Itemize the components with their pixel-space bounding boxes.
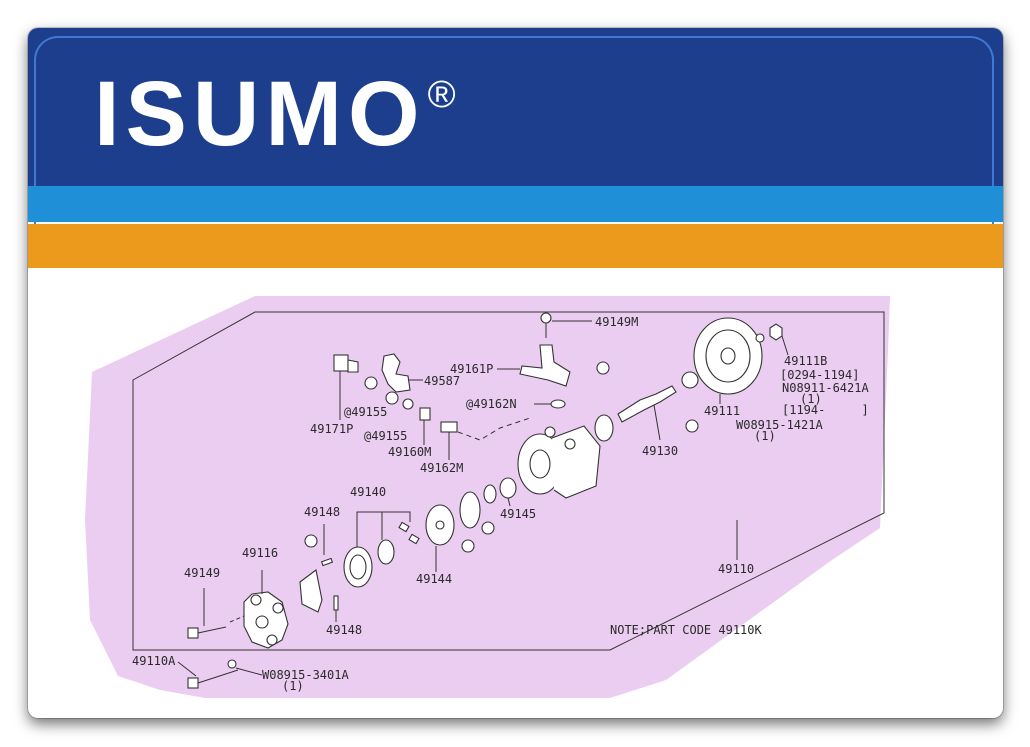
washer-08915 xyxy=(755,333,765,343)
pin-49148b xyxy=(333,595,339,611)
label-49155-b: @49155 xyxy=(364,429,407,443)
ref-a-3 xyxy=(461,539,475,553)
header-band xyxy=(28,28,1003,186)
label-49111b: 49111B xyxy=(784,354,827,368)
label-49140: 49140 xyxy=(350,485,386,499)
dashed-route xyxy=(457,417,531,441)
label-49144: 49144 xyxy=(416,572,452,586)
label-49587: 49587 xyxy=(424,374,460,388)
label-49160m: 49160M xyxy=(388,445,431,459)
header-stripe-blue xyxy=(28,186,1003,222)
label-49130: 49130 xyxy=(642,444,678,458)
label-49116: 49116 xyxy=(242,546,278,560)
seal-49145 xyxy=(499,477,517,499)
pin-49148a xyxy=(320,557,334,567)
washer-49155b xyxy=(385,391,399,405)
label-49111: 49111 xyxy=(704,404,740,418)
header-stripe-orange xyxy=(28,224,1003,268)
pump-body xyxy=(517,425,601,499)
label-date-2: [1194- ] xyxy=(782,403,869,417)
label-date-1: [0294-1194] xyxy=(780,368,859,382)
label-49149: 49149 xyxy=(184,566,220,580)
label-qty-2: (1) xyxy=(754,429,776,443)
washer-49155c xyxy=(402,398,414,410)
plug-49160m xyxy=(419,407,431,421)
label-08911: N08911-6421A xyxy=(782,381,869,395)
label-49171p: 49171P xyxy=(310,422,353,436)
brand-logo: ISUMO® xyxy=(94,68,456,160)
label-49145: 49145 xyxy=(500,507,536,521)
washer-49155a xyxy=(364,376,378,390)
ref-a-2 xyxy=(685,419,699,433)
label-49149m: 49149M xyxy=(595,315,638,329)
snap-ring xyxy=(681,371,699,389)
label-49162m: 49162M xyxy=(420,461,463,475)
gasket-large xyxy=(459,491,481,529)
nut-49111b xyxy=(769,323,783,341)
plate-49144 xyxy=(425,504,455,572)
label-49161p: 49161P xyxy=(450,362,493,376)
label-49162n: @49162N xyxy=(466,397,517,411)
gasket-cover xyxy=(299,569,323,613)
ref-a-1 xyxy=(596,361,610,375)
oring-49162n xyxy=(550,399,566,409)
label-08915-3401a: W08915-3401A xyxy=(262,668,349,682)
shaft-49130 xyxy=(617,385,677,441)
label-qty-3: (1) xyxy=(282,679,304,693)
label-49110: 49110 xyxy=(718,562,754,576)
label-08915-1421a: W08915-1421A xyxy=(736,418,823,432)
header-frame xyxy=(34,36,994,226)
label-49148-a: 49148 xyxy=(304,505,340,519)
label-49155-a: @49155 xyxy=(344,405,387,419)
ref-a-5 xyxy=(304,534,318,548)
label-qty-1: (1) xyxy=(800,392,822,406)
connector-49171p xyxy=(333,354,359,420)
part-code-note: NOTE;PART CODE 49110K xyxy=(610,623,762,637)
ref-a-4 xyxy=(481,521,495,535)
bracket-49161p xyxy=(497,344,571,387)
ring-small xyxy=(483,484,497,504)
bolt-49110a xyxy=(177,659,263,689)
bolt-49149 xyxy=(187,588,227,639)
pulley-49111 xyxy=(693,317,763,404)
assembly-boundary xyxy=(132,311,885,651)
spring-49162m xyxy=(440,421,458,433)
fitting-49587 xyxy=(381,353,423,393)
registered-mark: ® xyxy=(427,74,456,117)
cover-49116 xyxy=(229,570,289,649)
label-49148-b: 49148 xyxy=(326,623,362,637)
cartridge-49140 xyxy=(343,511,420,588)
label-49110a: 49110A xyxy=(132,654,176,668)
seal-ring xyxy=(594,414,614,442)
brand-name: ISUMO xyxy=(94,63,426,165)
bolt-49149m xyxy=(540,312,592,338)
